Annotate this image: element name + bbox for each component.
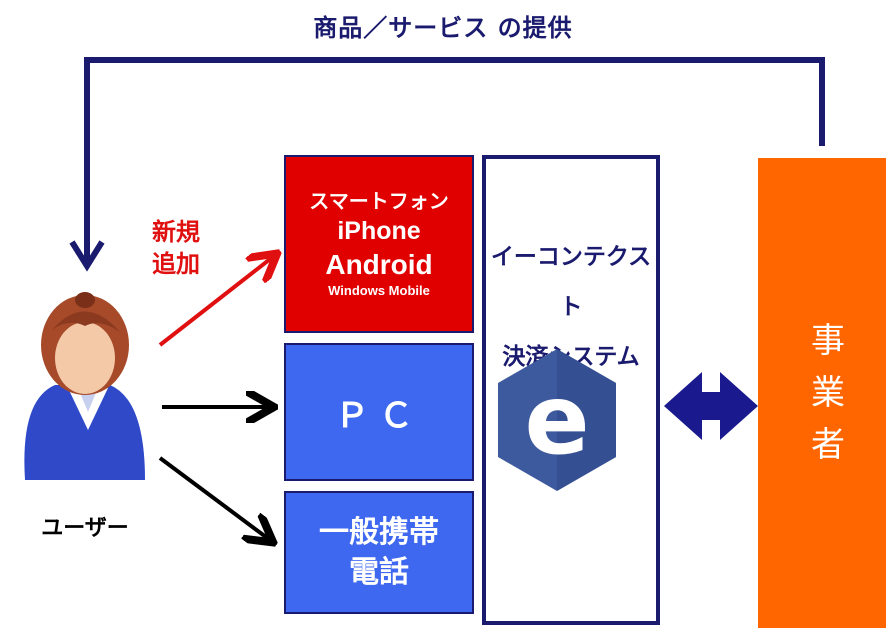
mobile-label-line2: 電話 <box>349 554 409 590</box>
android-label: Android <box>325 249 433 280</box>
pc-box: ＰＣ <box>284 343 474 481</box>
provision-arrow <box>84 57 825 262</box>
provision-arrow-head <box>69 240 105 272</box>
business-char: 者 <box>811 425 845 465</box>
new-arrow <box>158 256 274 347</box>
user-label: ユーザー <box>41 516 129 541</box>
new-label-line1: 新規 <box>152 218 200 246</box>
e-logo-letter: e <box>524 364 589 476</box>
user-avatar-icon <box>24 292 145 480</box>
mobile-label-line1: 一般携帯 <box>319 514 439 550</box>
page-title: 商品／サービス の提供 <box>313 14 573 42</box>
business-char: 業 <box>811 373 845 413</box>
business-box: 事 業 者 <box>758 158 886 628</box>
iphone-label: iPhone <box>337 217 421 245</box>
new-label-line2: 追加 <box>152 250 200 278</box>
smartphone-label: スマートフォン <box>309 189 449 213</box>
business-char: 事 <box>811 321 845 361</box>
flow-diagram <box>24 57 825 614</box>
double-arrow-icon <box>664 372 758 440</box>
new-addition-label: 新規 追加 <box>152 216 222 280</box>
smartphone-box: スマートフォン iPhone Android Windows Mobile <box>284 155 474 333</box>
mobile-box: 一般携帯 電話 <box>284 491 474 614</box>
system-name: イーコンテクスト <box>490 244 652 320</box>
mobile-arrow <box>158 456 270 540</box>
pc-label: ＰＣ <box>335 396 423 435</box>
windows-mobile-label: Windows Mobile <box>328 283 430 298</box>
e-logo-icon: e <box>498 349 616 491</box>
